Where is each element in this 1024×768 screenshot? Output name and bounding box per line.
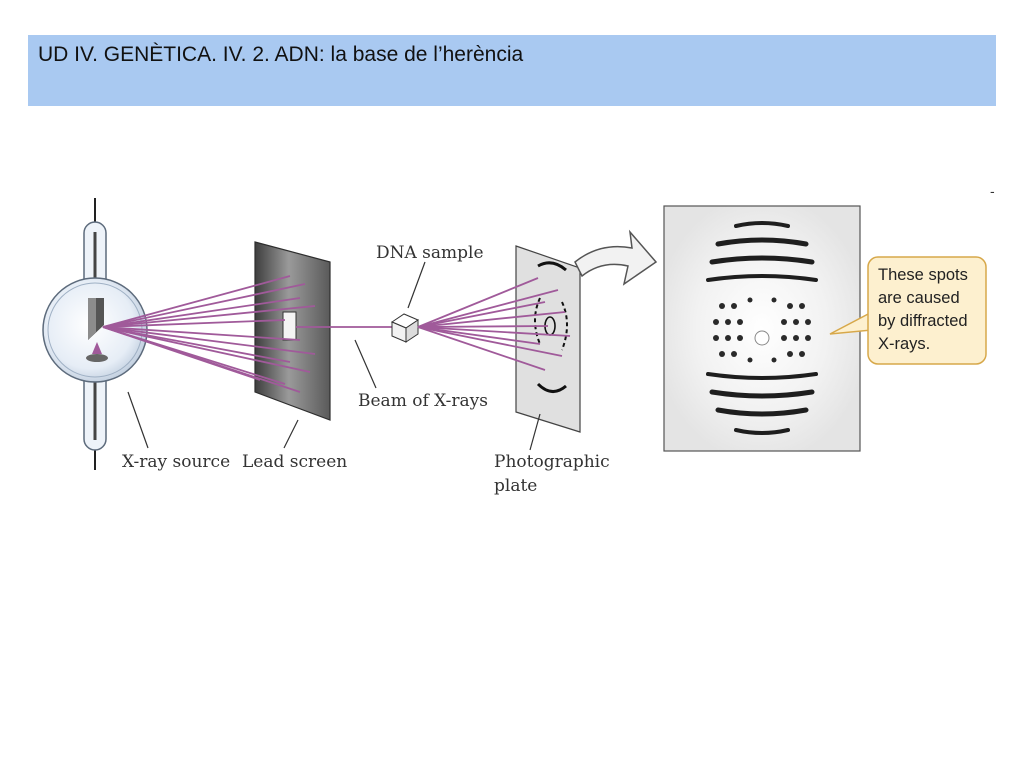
label-beam: Beam of X-rays [358, 391, 488, 411]
label-lead-screen: Lead screen [242, 452, 347, 472]
callout-line-4: X-rays. [878, 335, 930, 353]
diffraction-image [663, 205, 861, 452]
label-dna-sample: DNA sample [376, 243, 484, 263]
label-photographic: Photographic [494, 452, 610, 472]
curved-arrow-icon [574, 229, 658, 286]
photographic-plate [515, 245, 581, 433]
xray-tube [42, 198, 148, 470]
xray-rays [102, 275, 400, 393]
dna-sample-cube [390, 313, 420, 343]
diffracted-rays [417, 277, 571, 371]
lead-screen [254, 241, 331, 421]
callout-line-1: These spots [878, 266, 968, 284]
leader-lines [127, 261, 541, 451]
callout-box: These spots are caused by diffracted X-r… [829, 256, 987, 365]
slide-title-bar: UD IV. GENÈTICA. IV. 2. ADN: la base de … [28, 35, 996, 106]
callout-line-3: by diffracted [878, 312, 968, 330]
label-plate: plate [494, 476, 537, 496]
slide-title: UD IV. GENÈTICA. IV. 2. ADN: la base de … [38, 43, 524, 66]
stray-mark: - [990, 183, 995, 199]
callout-line-2: are caused [878, 289, 960, 307]
label-xray-source: X-ray source [122, 452, 230, 472]
